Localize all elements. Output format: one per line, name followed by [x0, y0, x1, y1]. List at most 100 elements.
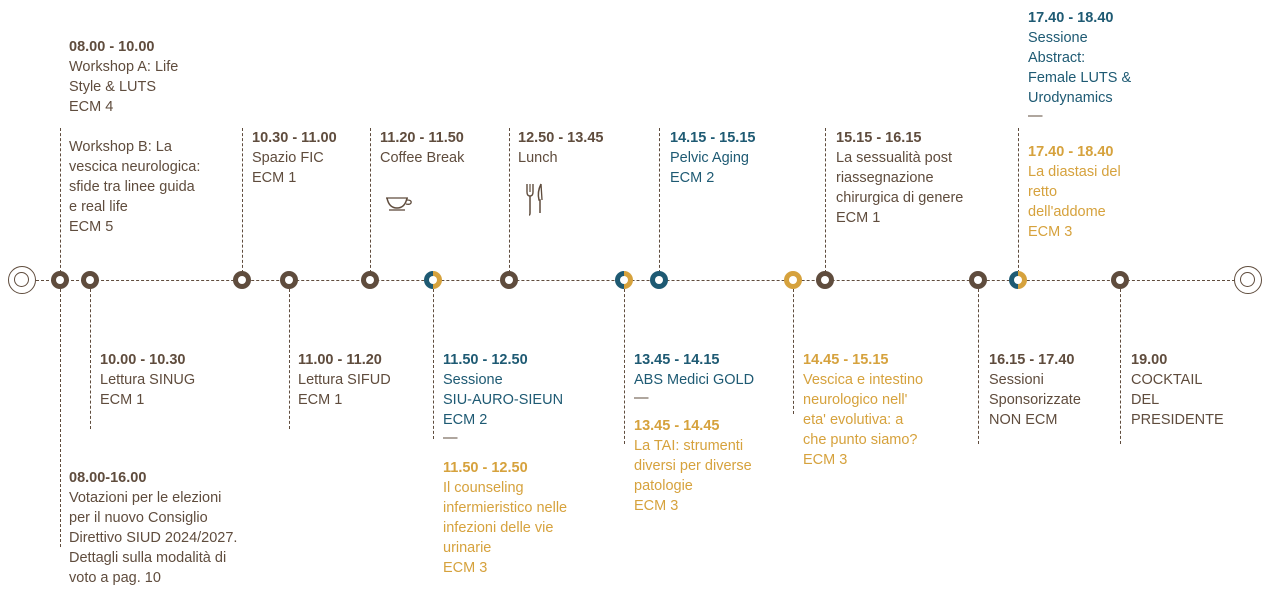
- event-time: 08.00-16.00: [69, 470, 147, 486]
- event-text: Pelvic Aging: [670, 150, 749, 166]
- event-sessione-abstract: 17.40 - 18.40 Sessione Abstract: Female …: [1028, 8, 1131, 124]
- event-ecm: ECM 1: [252, 170, 297, 186]
- event-time: 11.20 - 11.50: [380, 130, 464, 146]
- event-text: Coffee Break: [380, 150, 465, 166]
- event-ecm: NON ECM: [989, 412, 1058, 428]
- event-time: 17.40 - 18.40: [1028, 10, 1114, 26]
- event-text: Lettura SINUG: [100, 372, 196, 388]
- event-cocktail: 19.00 COCKTAIL DEL PRESIDENTE: [1131, 350, 1224, 430]
- timeline-dot: [51, 271, 69, 289]
- event-text: Lunch: [518, 150, 558, 166]
- event-lettura-sifud: 11.00 - 11.20 Lettura SIFUD ECM 1: [298, 350, 391, 410]
- timeline-dot-blue: [650, 271, 668, 289]
- timeline-dot: [1111, 271, 1129, 289]
- event-coffee-break: 11.20 - 11.50 Coffee Break: [380, 128, 464, 168]
- event-workshops: 08.00 - 10.00 Workshop A: Life Style & L…: [69, 37, 200, 237]
- event-tai: 13.45 - 14.45 La TAI: strumenti diversi …: [634, 416, 752, 516]
- event-text: DEL: [1131, 392, 1160, 408]
- event-lunch: 12.50 - 13.45 Lunch: [518, 128, 603, 168]
- event-time: 13.45 - 14.45: [634, 418, 720, 434]
- event-text: Sessioni: [989, 372, 1044, 388]
- event-text: eta' evolutiva: a: [803, 412, 904, 428]
- event-time: 10.00 - 10.30: [100, 352, 186, 368]
- event-text: dell'addome: [1028, 204, 1106, 220]
- event-text: La diastasi del: [1028, 164, 1121, 180]
- event-ecm: ECM 1: [298, 392, 343, 408]
- coffee-cup-icon: [386, 197, 412, 211]
- event-text: La sessualità post: [836, 150, 953, 166]
- event-text: riassegnazione: [836, 170, 934, 186]
- event-text: per il nuovo Consiglio: [69, 510, 208, 526]
- timeline-dot: [816, 271, 834, 289]
- event-text: e real life: [69, 199, 128, 215]
- event-text: Workshop B: La: [69, 139, 172, 155]
- event-diastasi: 17.40 - 18.40 La diastasi del retto dell…: [1028, 142, 1121, 242]
- event-time: 12.50 - 13.45: [518, 130, 604, 146]
- connector-line: [60, 128, 61, 273]
- event-text: La TAI: strumenti: [634, 438, 744, 454]
- connector-line: [60, 289, 61, 547]
- event-text: Direttivo SIUD 2024/2027.: [69, 530, 238, 546]
- event-text: infezioni delle vie: [443, 520, 554, 536]
- event-time: 17.40 - 18.40: [1028, 144, 1114, 160]
- connector-line: [509, 128, 510, 273]
- timeline-dot: [233, 271, 251, 289]
- connector-line: [825, 128, 826, 273]
- event-ecm: ECM 3: [1028, 224, 1073, 240]
- event-text: Workshop A: Life: [69, 59, 179, 75]
- event-text: Il counseling: [443, 480, 524, 496]
- event-ecm: ECM 1: [836, 210, 881, 226]
- connector-line: [90, 289, 91, 429]
- event-counseling: 11.50 - 12.50 Il counseling infermierist…: [443, 458, 567, 578]
- event-text: Vescica e intestino: [803, 372, 924, 388]
- connector-line: [289, 289, 290, 429]
- event-text: SIU-AURO-SIEUN: [443, 392, 564, 408]
- event-ecm: ECM 5: [69, 219, 114, 235]
- separator-dash: —: [1028, 108, 1043, 124]
- event-text: Spazio FIC: [252, 150, 324, 166]
- event-text: COCKTAIL: [1131, 372, 1203, 388]
- timeline-dot-split: [1009, 271, 1027, 289]
- event-text: Urodynamics: [1028, 90, 1113, 106]
- event-pelvic-aging: 14.15 - 15.15 Pelvic Aging ECM 2: [670, 128, 755, 188]
- timeline-axis: [36, 280, 1235, 281]
- timeline-end-marker: [1234, 266, 1262, 294]
- event-text: Dettagli sulla modalità di: [69, 550, 227, 566]
- connector-line: [624, 289, 625, 444]
- timeline-dot-gold: [784, 271, 802, 289]
- event-time: 10.30 - 11.00: [252, 130, 337, 146]
- event-text: chirurgica di genere: [836, 190, 964, 206]
- event-text: Female LUTS &: [1028, 70, 1132, 86]
- connector-line: [659, 128, 660, 273]
- connector-line: [793, 289, 794, 414]
- event-sessioni-sponsorizzate: 16.15 - 17.40 Sessioni Sponsorizzate NON…: [989, 350, 1081, 430]
- event-text: retto: [1028, 184, 1058, 200]
- event-time: 19.00: [1131, 352, 1168, 368]
- connector-line: [242, 128, 243, 273]
- event-lettura-sinug: 10.00 - 10.30 Lettura SINUG ECM 1: [100, 350, 195, 410]
- event-vescica-intestino: 14.45 - 15.15 Vescica e intestino neurol…: [803, 350, 923, 470]
- event-time: 14.45 - 15.15: [803, 352, 889, 368]
- event-text: neurologico nell': [803, 392, 908, 408]
- fork-knife-icon: [526, 183, 543, 216]
- event-time: 11.00 - 11.20: [298, 352, 382, 368]
- connector-line: [433, 289, 434, 439]
- connector-line: [1120, 289, 1121, 444]
- event-time: 08.00 - 10.00: [69, 39, 155, 55]
- event-ecm: ECM 1: [100, 392, 145, 408]
- event-text: Style & LUTS: [69, 79, 157, 95]
- event-text: Sessione: [443, 372, 503, 388]
- connector-line: [1018, 128, 1019, 273]
- event-text: infermieristico nelle: [443, 500, 568, 516]
- event-time: 15.15 - 16.15: [836, 130, 922, 146]
- event-text: Lettura SIFUD: [298, 372, 391, 388]
- event-text: patologie: [634, 478, 693, 494]
- event-text: Sponsorizzate: [989, 392, 1081, 408]
- event-ecm: ECM 3: [803, 452, 848, 468]
- event-text: voto a pag. 10: [69, 570, 161, 586]
- event-text: vescica neurologica:: [69, 159, 201, 175]
- event-time: 11.50 - 12.50: [443, 352, 528, 368]
- event-ecm: ECM 2: [670, 170, 715, 186]
- event-votazioni: 08.00-16.00 Votazioni per le elezioni pe…: [69, 468, 237, 588]
